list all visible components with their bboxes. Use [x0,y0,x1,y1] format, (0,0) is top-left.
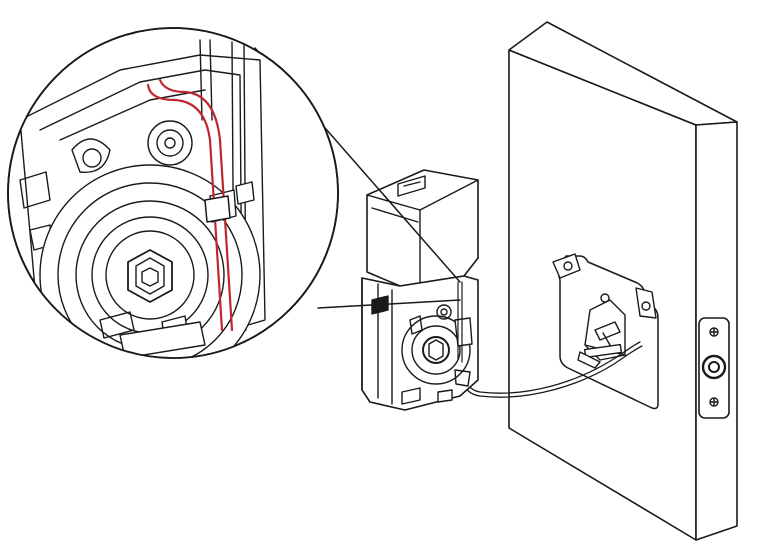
interior-lock-assembly [361,169,479,411]
latch-bolt [708,361,720,373]
mounting-plate [552,253,659,410]
latch-bolt-housing [701,354,727,380]
magnified-detail-circle [7,27,339,359]
highlight-wire-left [146,83,224,332]
highlight-wire-right [158,78,234,332]
faceplate-screw-bottom [709,397,719,407]
faceplate-screw-top [709,327,719,337]
latch-faceplate [698,317,730,419]
electronics-box [366,169,479,287]
